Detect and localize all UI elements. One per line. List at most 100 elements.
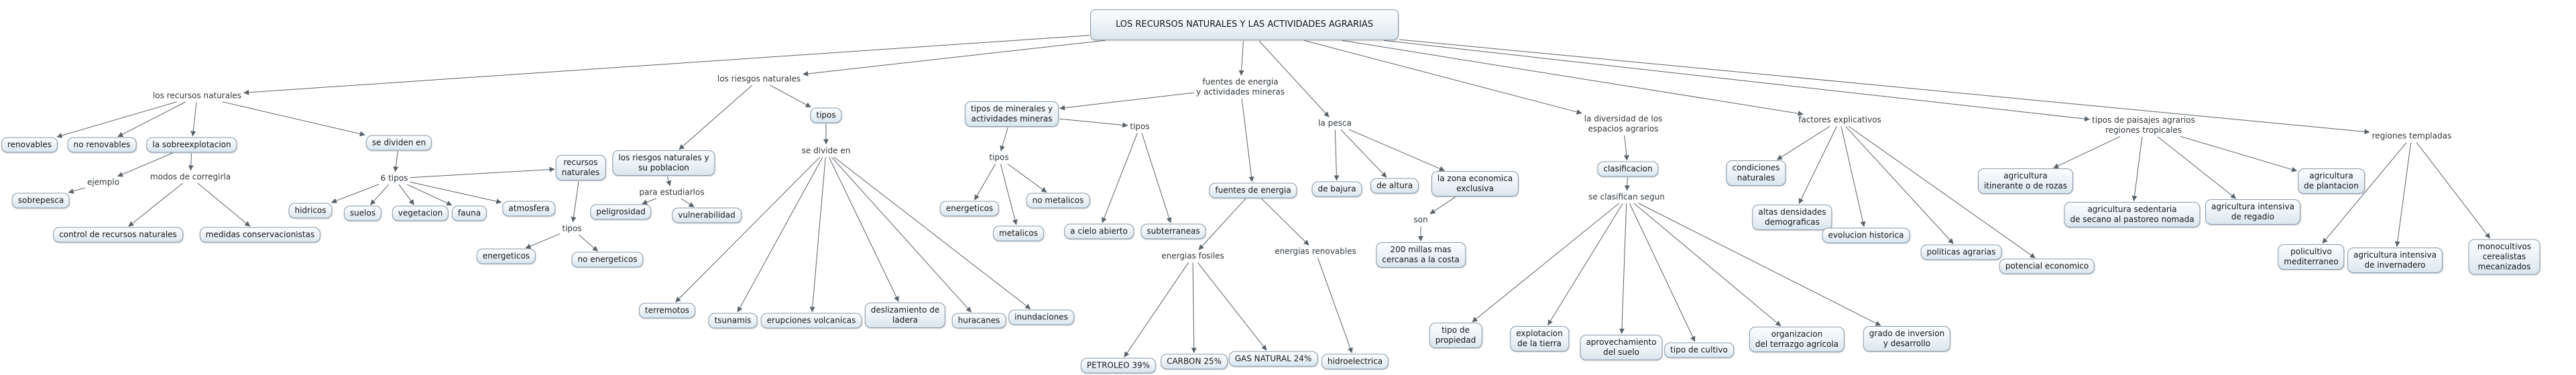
concept-node-energeticos-rn[interactable]: energeticos xyxy=(476,248,536,264)
concept-node-tipo-cultivo[interactable]: tipo de cultivo xyxy=(1664,342,1734,358)
concept-node-subterraneas[interactable]: subterraneas xyxy=(1140,223,1206,239)
concept-node-millas[interactable]: 200 millas mas cercanas a la costa xyxy=(1376,242,1466,268)
concept-node-no-renovables[interactable]: no renovables xyxy=(67,137,137,153)
edge-fuentes-energia--lbl-renov xyxy=(1261,198,1309,246)
concept-node-inundaciones[interactable]: inundaciones xyxy=(1008,309,1074,325)
edge-lbl-6tipos--vegetacion xyxy=(398,184,414,205)
concept-node-huracanes[interactable]: huracanes xyxy=(951,313,1006,329)
edge-root--lbl-paisajes xyxy=(1383,40,2091,122)
edge-lbl-riesgos--riesgos-poblacion xyxy=(679,85,752,150)
edge-lbl-renov--hidroelectrica xyxy=(1317,258,1353,354)
concept-node-hidricos[interactable]: hidricos xyxy=(288,203,333,219)
concept-node-sobreexplotacion[interactable]: la sobreexplotacion xyxy=(146,137,237,153)
linking-phrase-lbl-fosiles: energias fosiles xyxy=(1161,251,1224,261)
concept-node-gas[interactable]: GAS NATURAL 24% xyxy=(1228,351,1318,367)
concept-node-sobrepesca[interactable]: sobrepesca xyxy=(11,193,70,209)
concept-node-potencial[interactable]: potencial economico xyxy=(1999,258,2095,274)
concept-node-deslizamiento[interactable]: deslizamiento de ladera xyxy=(864,303,946,328)
concept-node-monocultivos[interactable]: monocultivos cerealistas mecanizados xyxy=(2468,239,2540,275)
concept-node-hidroelectrica[interactable]: hidroelectrica xyxy=(1321,354,1389,370)
concept-node-policultivo[interactable]: policultivo mediterraneo xyxy=(2278,244,2345,270)
concept-node-agr-plantacion[interactable]: agricultura de plantacion xyxy=(2298,168,2365,194)
edge-sobreexplotacion--lbl-modos xyxy=(188,153,194,171)
edge-lbl-templadas--agr-invernadero xyxy=(2394,142,2412,247)
edge-lbl-estudiarlos--peligrosidad xyxy=(642,198,656,205)
linking-phrase-lbl-templadas: regiones templadas xyxy=(2372,131,2452,141)
concept-node-de-bajura[interactable]: de bajura xyxy=(1311,181,1362,197)
edge-lbl-fuentes--minerales xyxy=(1059,92,1195,111)
concept-node-carbon[interactable]: CARBON 25% xyxy=(1161,354,1228,370)
concept-node-se-dividen[interactable]: se dividen en xyxy=(365,135,432,151)
concept-node-politicas[interactable]: politicas agrarias xyxy=(1920,244,2002,260)
concept-node-tipo-propiedad[interactable]: tipo de propiedad xyxy=(1429,323,1482,348)
edge-fuentes-energia--lbl-fosiles xyxy=(1198,198,1246,250)
edge-lbl-se-divide--deslizamiento xyxy=(829,157,899,302)
concept-node-fauna[interactable]: fauna xyxy=(451,205,487,221)
concept-node-suelos[interactable]: suelos xyxy=(343,205,382,221)
concept-node-peligrosidad[interactable]: peligrosidad xyxy=(590,204,652,220)
concept-node-densidades[interactable]: altas densidades demograficas xyxy=(1752,205,1832,230)
concept-node-no-metalicos[interactable]: no metalicos xyxy=(1026,193,1090,209)
concept-node-root[interactable]: LOS RECURSOS NATURALES Y LAS ACTIVIDADES… xyxy=(1090,9,1399,41)
concept-node-de-altura[interactable]: de altura xyxy=(1370,178,1419,194)
concept-node-control-recursos[interactable]: control de recursos naturales xyxy=(53,227,183,243)
concept-node-cielo-abierto[interactable]: a cielo abierto xyxy=(1064,223,1134,239)
linking-phrase-lbl-modos: modos de corregirla xyxy=(150,172,231,182)
concept-node-recursos-nat-2[interactable]: recursos naturales xyxy=(555,155,606,180)
concept-node-grado[interactable]: grado de inversion y desarrollo xyxy=(1863,326,1951,352)
edge-lbl-se-divide--inundaciones xyxy=(833,156,1031,309)
concept-node-organizacion[interactable]: organizacion del terrazgo agricola xyxy=(1749,327,1845,352)
concept-node-vulnerabilidad[interactable]: vulnerabilidad xyxy=(672,207,742,223)
concept-node-agr-invernadero[interactable]: agricultura intensiva de invernadero xyxy=(2347,248,2443,273)
concept-node-clasificacion[interactable]: clasificacion xyxy=(1597,161,1659,177)
edge-lbl-recursos--renovables xyxy=(56,101,178,138)
edge-lbl-clasifican--explotacion xyxy=(1547,203,1623,326)
concept-node-erupciones[interactable]: erupciones volcanicas xyxy=(760,313,862,329)
linking-phrase-lbl-renov: energias renovables xyxy=(1275,246,1356,256)
concept-node-fuentes-energia[interactable]: fuentes de energia xyxy=(1209,182,1297,199)
concept-node-renovables[interactable]: renovables xyxy=(1,137,58,153)
edge-lbl-modos--medidas xyxy=(197,182,251,227)
concept-node-riesgos-poblacion[interactable]: los riesgos naturales y su poblacion xyxy=(612,150,715,176)
concept-node-energeticos-min[interactable]: energeticos xyxy=(939,201,1000,217)
concept-node-agr-itinerante[interactable]: agricultura itinerante o de rozas xyxy=(1977,168,2074,194)
edge-riesgos-poblacion--lbl-estudiarlos xyxy=(666,176,672,186)
concept-node-terremotos[interactable]: terremotos xyxy=(638,303,696,319)
edge-lbl-tipos-expl--cielo-abierto xyxy=(1102,133,1138,223)
concept-node-tipos-riesgos[interactable]: tipos xyxy=(810,107,842,123)
concept-node-zona-economica[interactable]: la zona economica exclusiva xyxy=(1431,171,1519,197)
concept-node-petroleo[interactable]: PETROLEO 39% xyxy=(1080,358,1157,374)
concept-node-metalicos[interactable]: metalicos xyxy=(993,225,1044,242)
linking-phrase-lbl-paisajes: tipos de paisajes agrarios regiones trop… xyxy=(2092,115,2195,135)
edge-lbl-factores--evolucion xyxy=(1840,126,1866,227)
concept-node-explotacion[interactable]: explotacion de la tierra xyxy=(1510,326,1569,352)
edge-lbl-ejemplo--sobrepesca xyxy=(68,187,86,194)
linking-phrase-lbl-factores: factores explicativos xyxy=(1798,115,1881,125)
concept-node-tsunamis[interactable]: tsunamis xyxy=(708,313,758,329)
edge-lbl-estudiarlos--vulnerabilidad xyxy=(681,198,695,208)
edge-lbl-clasifican--tipo-cultivo xyxy=(1629,203,1696,342)
concept-node-agr-sedentaria[interactable]: agricultura sedentaria de secano al past… xyxy=(2064,202,2201,227)
edge-lbl-tipos-min--no-metalicos xyxy=(1007,163,1047,193)
edge-lbl-se-divide--terremotos xyxy=(675,156,821,303)
linking-phrase-lbl-tipos-expl: tipos xyxy=(1130,121,1150,131)
concept-node-atmosfera[interactable]: atmosfera xyxy=(502,201,556,217)
concept-node-agr-regadio[interactable]: agricultura intensiva de regadio xyxy=(2205,199,2300,225)
concept-node-evolucion[interactable]: evolucion historica xyxy=(1822,227,1910,244)
edge-sobreexplotacion--lbl-ejemplo xyxy=(117,152,174,177)
concept-node-aprovechamiento[interactable]: aprovechamiento del suelo xyxy=(1580,335,1663,360)
linking-phrase-lbl-estudiarlos: para estudiarlos xyxy=(639,187,705,197)
concept-node-medidas[interactable]: medidas conservacionistas xyxy=(199,227,321,243)
concept-node-condiciones[interactable]: condiciones naturales xyxy=(1726,160,1786,186)
concept-node-minerales[interactable]: tipos de minerales y actividades mineras xyxy=(964,101,1059,127)
concept-node-vegetacion[interactable]: vegetacion xyxy=(392,205,449,221)
edge-lbl-pesca--de-bajura xyxy=(1334,129,1340,181)
edge-lbl-factores--condiciones xyxy=(1776,125,1830,160)
edge-lbl-tipos-min--energeticos-min xyxy=(974,164,996,201)
concept-node-no-energeticos[interactable]: no energeticos xyxy=(571,252,644,268)
edge-lbl-paisajes--agr-sedentaria xyxy=(2131,136,2143,201)
linking-phrase-lbl-tipos-rn: tipos xyxy=(562,223,582,233)
edge-lbl-tipos-rn--energeticos-rn xyxy=(525,233,561,249)
edge-lbl-fosiles--petroleo xyxy=(1124,262,1189,358)
